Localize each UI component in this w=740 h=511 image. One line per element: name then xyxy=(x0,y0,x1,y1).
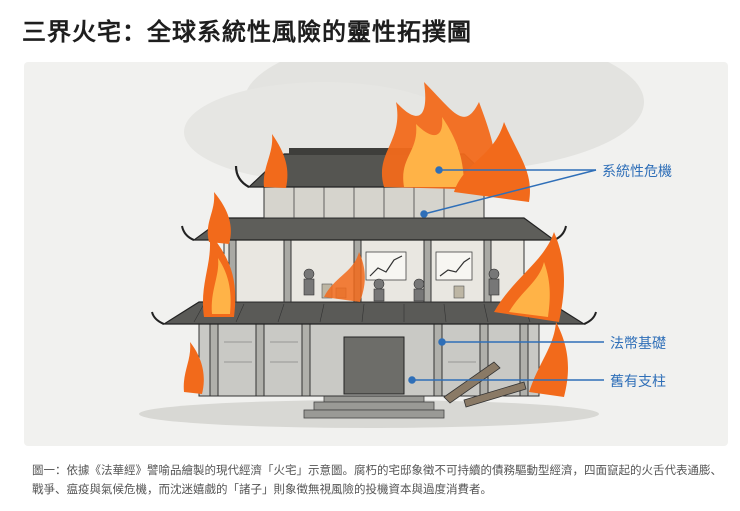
ground-floor xyxy=(198,323,540,408)
label-fiat-foundation: 法幣基礎 xyxy=(610,336,666,352)
front-steps xyxy=(303,393,445,419)
label-systemic-crisis: 系統性危機 xyxy=(602,164,672,180)
callout-lines xyxy=(408,166,604,384)
label-old-pillar: 舊有支柱 xyxy=(610,374,666,390)
middle-floor xyxy=(223,239,525,303)
page-title: 三界火宅：全球系統性風險的靈性拓撲圖 xyxy=(22,18,472,46)
fire-flames xyxy=(183,82,568,397)
burning-house-illustration: 系統性危機 法幣基礎 舊有支柱 xyxy=(24,62,728,446)
illustration-canvas xyxy=(139,62,644,428)
upper-floor xyxy=(263,186,485,219)
middle-roof xyxy=(181,217,567,241)
playing-children xyxy=(303,268,500,302)
collapsed-pillar xyxy=(443,361,527,408)
figure-caption: 圖一：依據《法華經》譬喻品繪製的現代經濟「火宅」示意圖。腐朽的宅邸象徵不可持續的… xyxy=(32,463,722,496)
chart-board-icon xyxy=(365,251,473,281)
